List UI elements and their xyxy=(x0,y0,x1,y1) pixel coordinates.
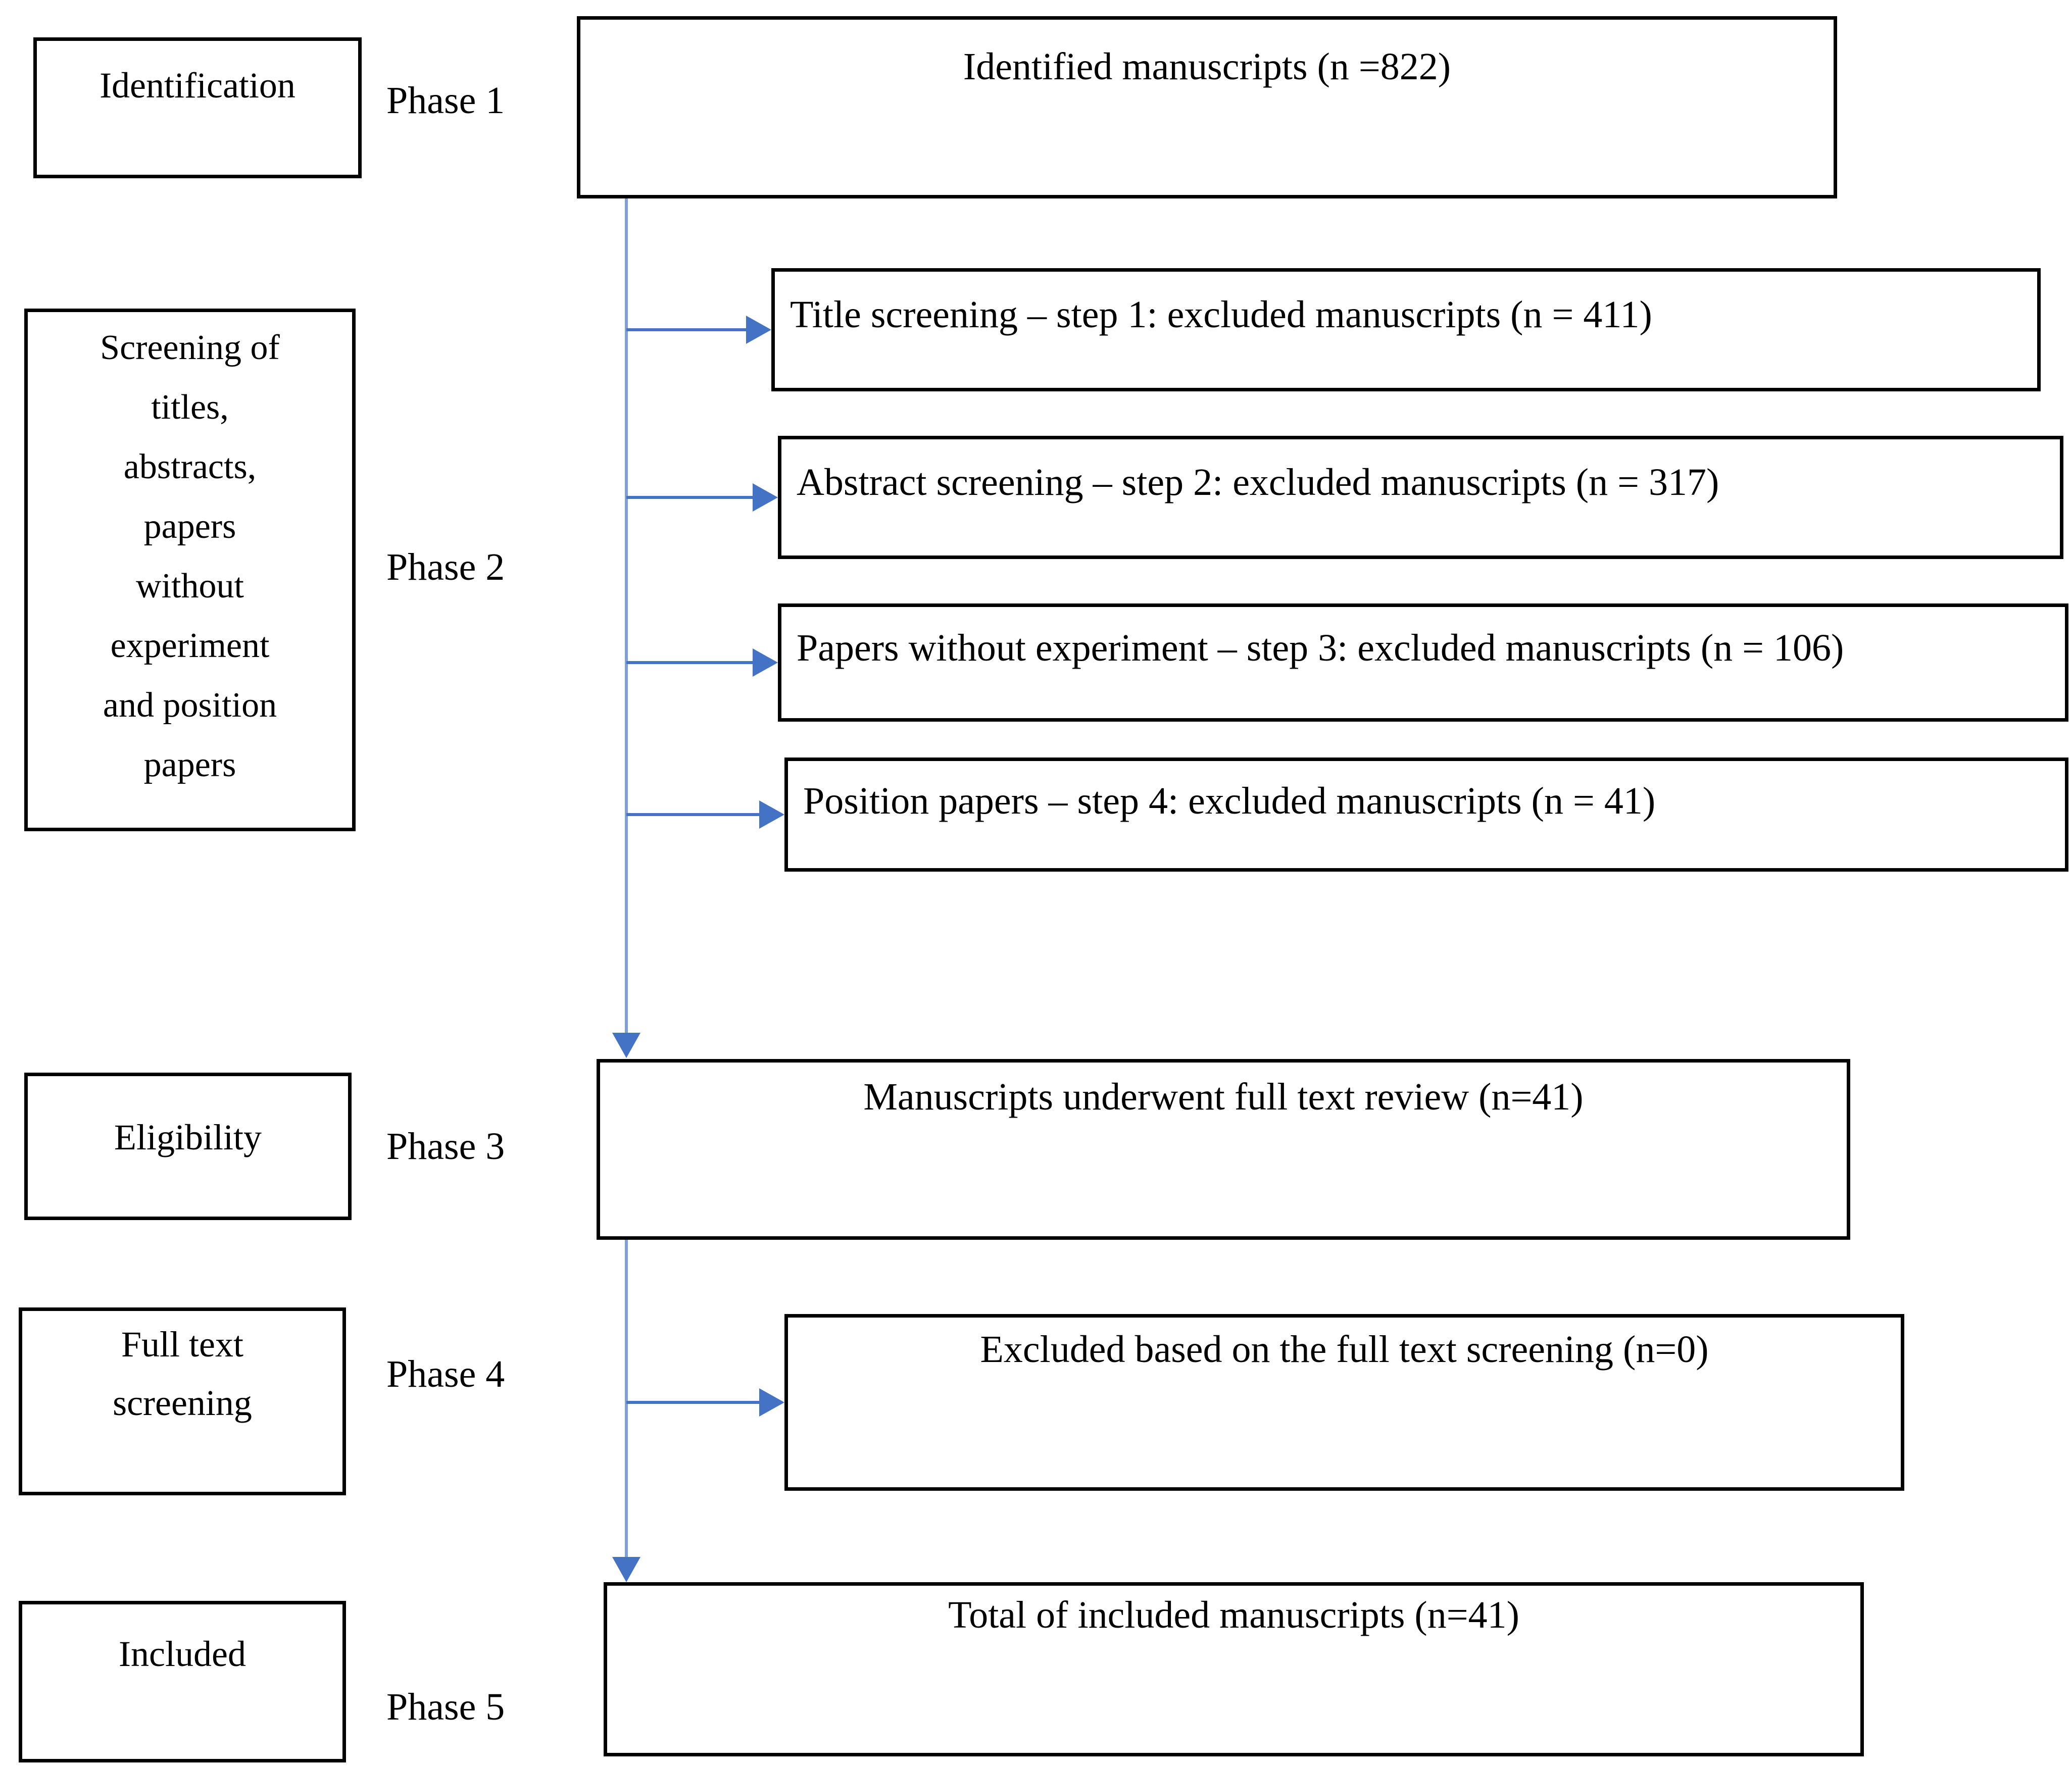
flow-box-papers-without-experiment-excluded: Papers without experiment – step 3: excl… xyxy=(778,603,2068,722)
stage-label-full-text-screening: Full text screening xyxy=(113,1324,252,1423)
flow-box-label: Manuscripts underwent full text review (… xyxy=(863,1076,1584,1118)
flow-box-full-text-review: Manuscripts underwent full text review (… xyxy=(597,1059,1850,1240)
connector-horizontal-papers-without-experiment xyxy=(626,661,753,664)
stage-label-identification: Identification xyxy=(100,65,295,106)
connector-horizontal-position-papers xyxy=(626,813,759,816)
phase-label-2: Phase 2 xyxy=(386,546,505,588)
flow-box-label: Title screening – step 1: excluded manus… xyxy=(790,293,1652,336)
stage-box-screening: Screening of titles, abstracts, papers w… xyxy=(24,309,356,831)
connector-horizontal-title-screening xyxy=(626,328,746,331)
phase-label-3: Phase 3 xyxy=(386,1125,505,1168)
stage-box-eligibility: Eligibility xyxy=(24,1073,352,1220)
stage-box-full-text-screening: Full text screening xyxy=(19,1307,346,1495)
phase-label-4: Phase 4 xyxy=(386,1353,505,1395)
stage-label-included: Included xyxy=(119,1634,246,1674)
arrowhead-down-icon xyxy=(612,1033,640,1058)
phase-label-5: Phase 5 xyxy=(386,1686,505,1728)
flow-box-total-included: Total of included manuscripts (n=41) xyxy=(604,1582,1864,1756)
flow-box-label: Identified manuscripts (n =822) xyxy=(963,45,1451,88)
flow-box-excluded-full-text: Excluded based on the full text screenin… xyxy=(784,1314,1904,1491)
flow-box-label: Excluded based on the full text screenin… xyxy=(980,1328,1709,1371)
arrowhead-right-icon xyxy=(746,316,771,344)
arrowhead-right-icon xyxy=(753,648,778,677)
flow-box-position-papers-excluded: Position papers – step 4: excluded manus… xyxy=(784,758,2068,872)
stage-label-eligibility: Eligibility xyxy=(114,1117,262,1157)
phase-label-1: Phase 1 xyxy=(386,79,505,122)
flow-box-label: Position papers – step 4: excluded manus… xyxy=(803,780,1656,822)
flow-box-identified-manuscripts: Identified manuscripts (n =822) xyxy=(577,16,1837,198)
flow-box-label: Papers without experiment – step 3: excl… xyxy=(797,627,1844,669)
arrowhead-right-icon xyxy=(759,800,784,829)
connector-horizontal-excluded-full-text xyxy=(626,1401,759,1404)
connector-vertical-phase4 xyxy=(625,1240,628,1557)
stage-label-screening: Screening of titles, abstracts, papers w… xyxy=(100,328,280,784)
flow-box-label: Abstract screening – step 2: excluded ma… xyxy=(797,461,1719,503)
stage-box-included: Included xyxy=(19,1601,346,1762)
arrowhead-down-icon xyxy=(612,1557,640,1582)
flow-box-abstract-screening-excluded: Abstract screening – step 2: excluded ma… xyxy=(778,436,2063,559)
arrowhead-right-icon xyxy=(759,1388,784,1417)
connector-vertical-phase2 xyxy=(625,198,628,1033)
stage-box-identification: Identification xyxy=(33,37,362,178)
arrowhead-right-icon xyxy=(753,483,778,512)
flow-box-title-screening-excluded: Title screening – step 1: excluded manus… xyxy=(771,268,2041,391)
flow-box-label: Total of included manuscripts (n=41) xyxy=(948,1594,1519,1636)
connector-horizontal-abstract-screening xyxy=(626,496,753,499)
